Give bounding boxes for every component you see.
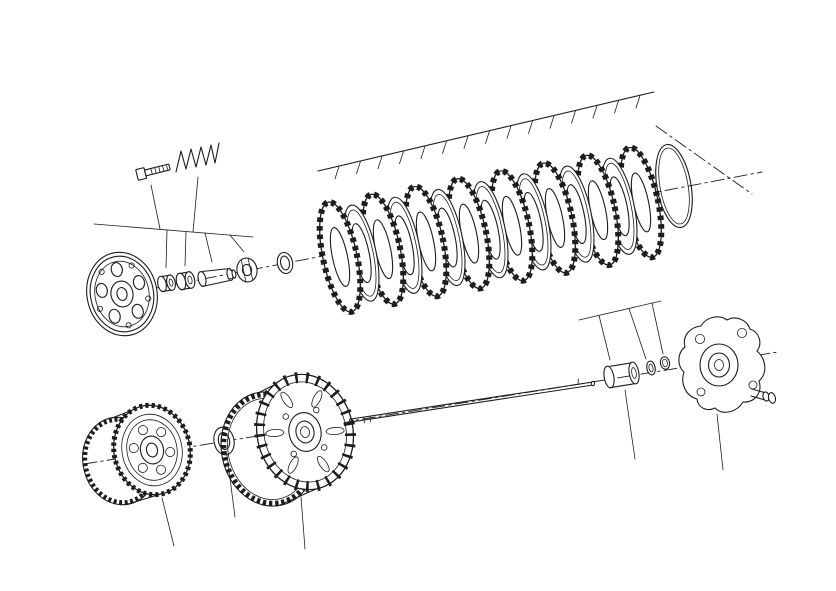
- nut: [236, 257, 258, 283]
- clutch-spring: [175, 142, 220, 173]
- clutch-plate-stack: [316, 144, 665, 315]
- clutch-basket: [220, 371, 356, 507]
- lower-assembly-axis: [83, 351, 779, 465]
- o-ring: [659, 356, 671, 370]
- bottom-leader-lines: [161, 389, 724, 550]
- bushing: [603, 361, 640, 389]
- pushrod: [349, 378, 596, 424]
- plate-stack-callout-line: [317, 91, 655, 172]
- collar: [175, 271, 196, 291]
- clutch-cover: [678, 316, 766, 413]
- snap-ring: [655, 143, 693, 229]
- snap-ring-axis: [655, 125, 753, 195]
- friction-plate: [316, 199, 364, 315]
- spring-bolt: [135, 163, 171, 181]
- top-left-callout-bracket: [93, 176, 254, 269]
- clutch-hub: [82, 402, 193, 506]
- spacer: [157, 274, 176, 293]
- adjuster-pin: [197, 267, 237, 288]
- washer: [276, 251, 294, 275]
- cover-bolt: [750, 388, 777, 404]
- pressure-plate: [86, 251, 158, 337]
- plate-stack-callout-ticks: [334, 95, 641, 180]
- small-washer: [646, 360, 656, 376]
- bushing-callout-bracket: [578, 300, 664, 361]
